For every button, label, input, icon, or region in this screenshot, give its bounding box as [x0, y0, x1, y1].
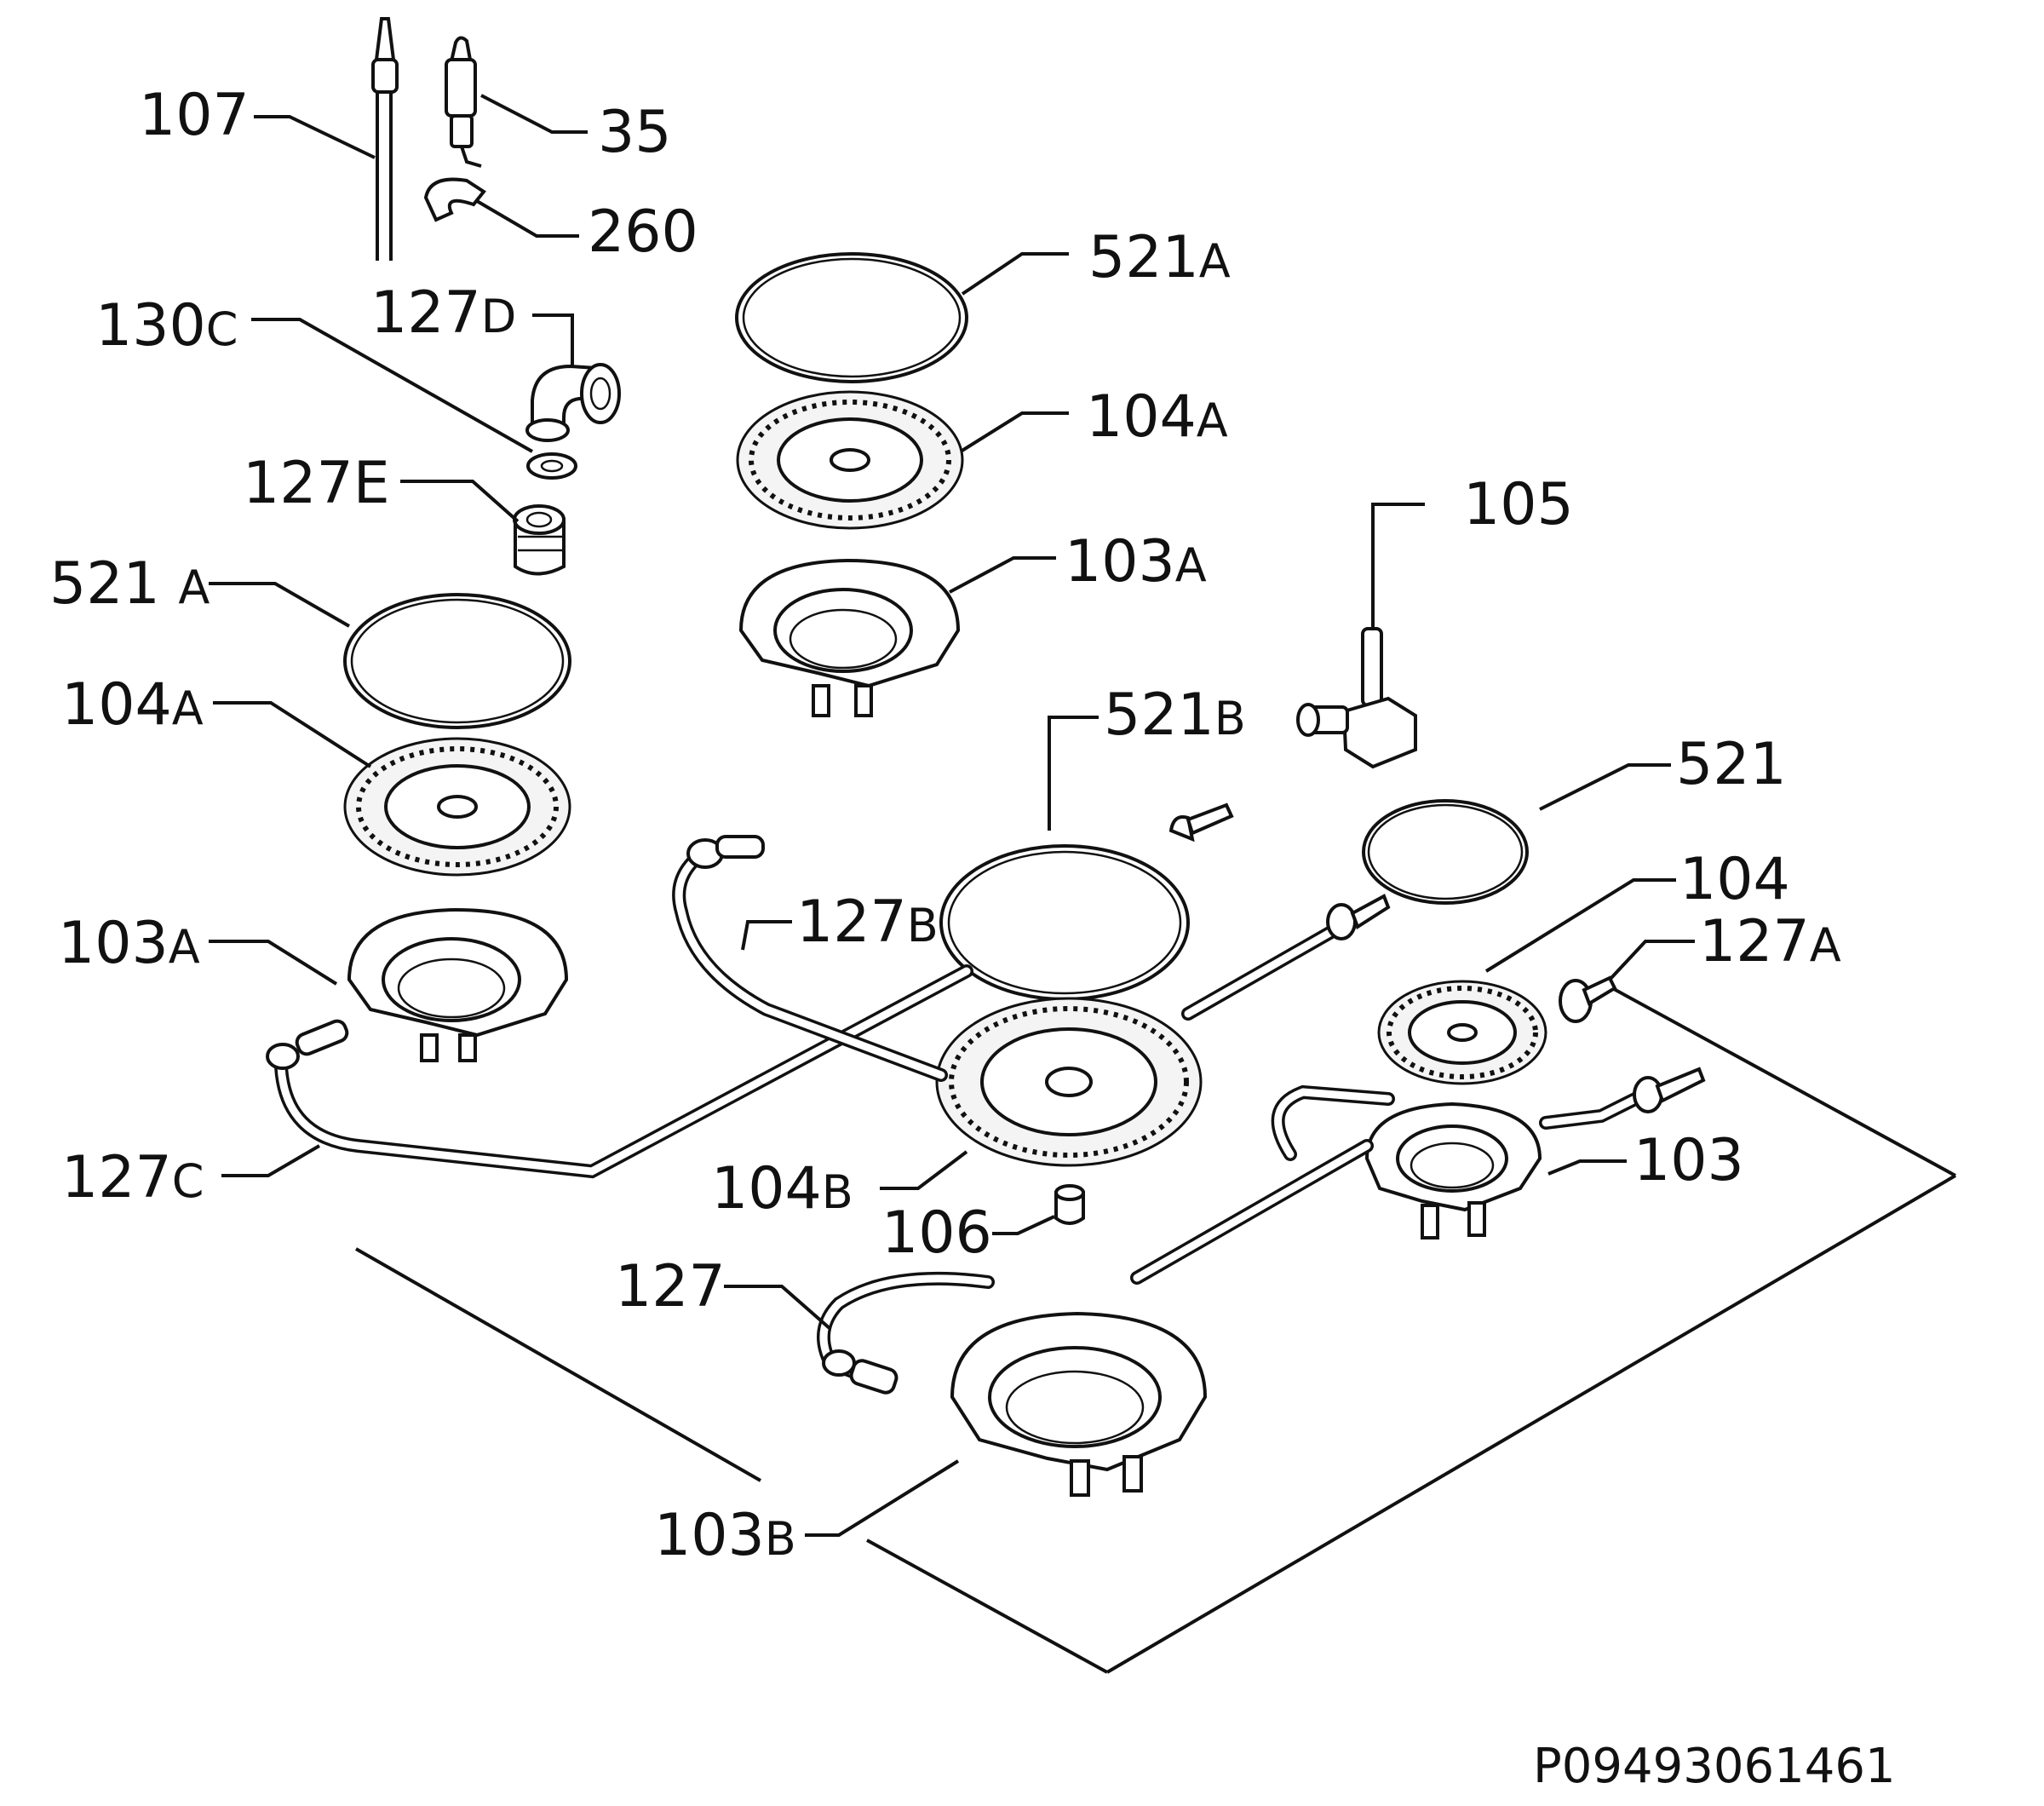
label-103a-top: 103A: [1065, 528, 1207, 595]
pipe-lower-right: [1130, 1067, 1706, 1285]
part-labels: 107 35 260 127D 130C 127E 521 A 104A 103…: [49, 82, 1841, 1569]
pipe-127: [817, 1271, 995, 1395]
label-103b: 103B: [654, 1502, 796, 1569]
label-104a-left: 104A: [61, 671, 204, 739]
bolt-127a: [1559, 975, 1617, 1023]
flame-spreader-104a-top: [736, 390, 964, 530]
label-521b: 521B: [1104, 682, 1246, 749]
thermocouple-107: [371, 17, 399, 261]
clip-260: [423, 177, 486, 222]
burner-base-103a-top: [738, 558, 961, 717]
label-127b: 127B: [796, 889, 939, 956]
label-104b: 104B: [711, 1155, 853, 1222]
spark-plug-35: [445, 36, 482, 168]
label-105: 105: [1463, 471, 1574, 538]
burner-base-103a-left: [347, 907, 569, 1062]
hob-outline: [355, 982, 1957, 1674]
flame-spreader-104: [1377, 980, 1547, 1085]
leader-lines: [209, 94, 1695, 1537]
label-130c: 130C: [95, 292, 238, 359]
flame-spreader-104b: [935, 997, 1203, 1167]
burner-cap-521a-top: [735, 252, 968, 383]
label-104: 104: [1679, 846, 1790, 913]
washer-130c: [526, 452, 577, 480]
injector-106: [1054, 1184, 1085, 1225]
label-127a: 127A: [1699, 908, 1841, 975]
label-521a-left: 521 A: [49, 550, 210, 618]
label-260: 260: [588, 198, 698, 266]
label-127d: 127D: [370, 279, 516, 347]
burner-cap-521: [1362, 799, 1529, 905]
burner-cap-521b: [939, 844, 1190, 1001]
pipe-to-right-burner: [1181, 894, 1391, 1021]
burner-base-103b: [950, 1311, 1208, 1497]
label-127e: 127E: [243, 450, 390, 517]
burner-cap-521a-left: [343, 593, 571, 729]
label-106: 106: [881, 1199, 992, 1267]
flame-spreader-104a-left: [343, 737, 571, 877]
label-103a-left: 103A: [58, 910, 200, 977]
label-521a-top: 521A: [1088, 224, 1231, 291]
injector-bolt: [1168, 802, 1234, 843]
label-35: 35: [598, 99, 672, 166]
label-107: 107: [139, 82, 250, 149]
nut-127e: [513, 504, 566, 576]
pipe-127c: [266, 964, 973, 1179]
elbow-fitting-127d: [525, 363, 621, 442]
gas-tap-105: [1296, 627, 1417, 769]
label-104a-top: 104A: [1086, 383, 1228, 451]
pipe-127b: [672, 835, 948, 1082]
burner-base-103: [1364, 1101, 1542, 1239]
label-127: 127: [615, 1253, 726, 1320]
label-127c: 127C: [61, 1144, 204, 1211]
reference-code: P09493061461: [1533, 1739, 1896, 1794]
label-521: 521: [1676, 731, 1787, 798]
label-103: 103: [1633, 1127, 1744, 1194]
